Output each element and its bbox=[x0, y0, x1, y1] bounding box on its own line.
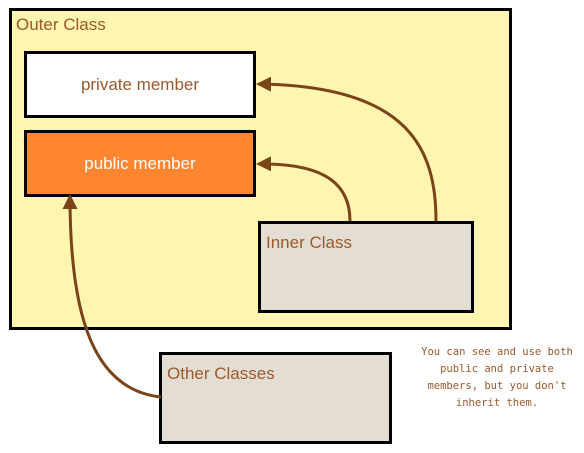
private-member-label: private member bbox=[80, 74, 200, 94]
other-classes-box: Other Classes bbox=[159, 352, 392, 444]
other-classes-label: Other Classes bbox=[167, 364, 275, 383]
outer-class-label: Outer Class bbox=[16, 15, 106, 34]
private-member-box: private member bbox=[24, 51, 256, 118]
access-note: You can see and use both public and priv… bbox=[421, 346, 573, 409]
inner-class-label: Inner Class bbox=[266, 233, 352, 252]
public-member-box: public member bbox=[24, 130, 256, 197]
public-member-label: public member bbox=[84, 153, 196, 173]
inner-class-box: Inner Class bbox=[258, 221, 474, 313]
